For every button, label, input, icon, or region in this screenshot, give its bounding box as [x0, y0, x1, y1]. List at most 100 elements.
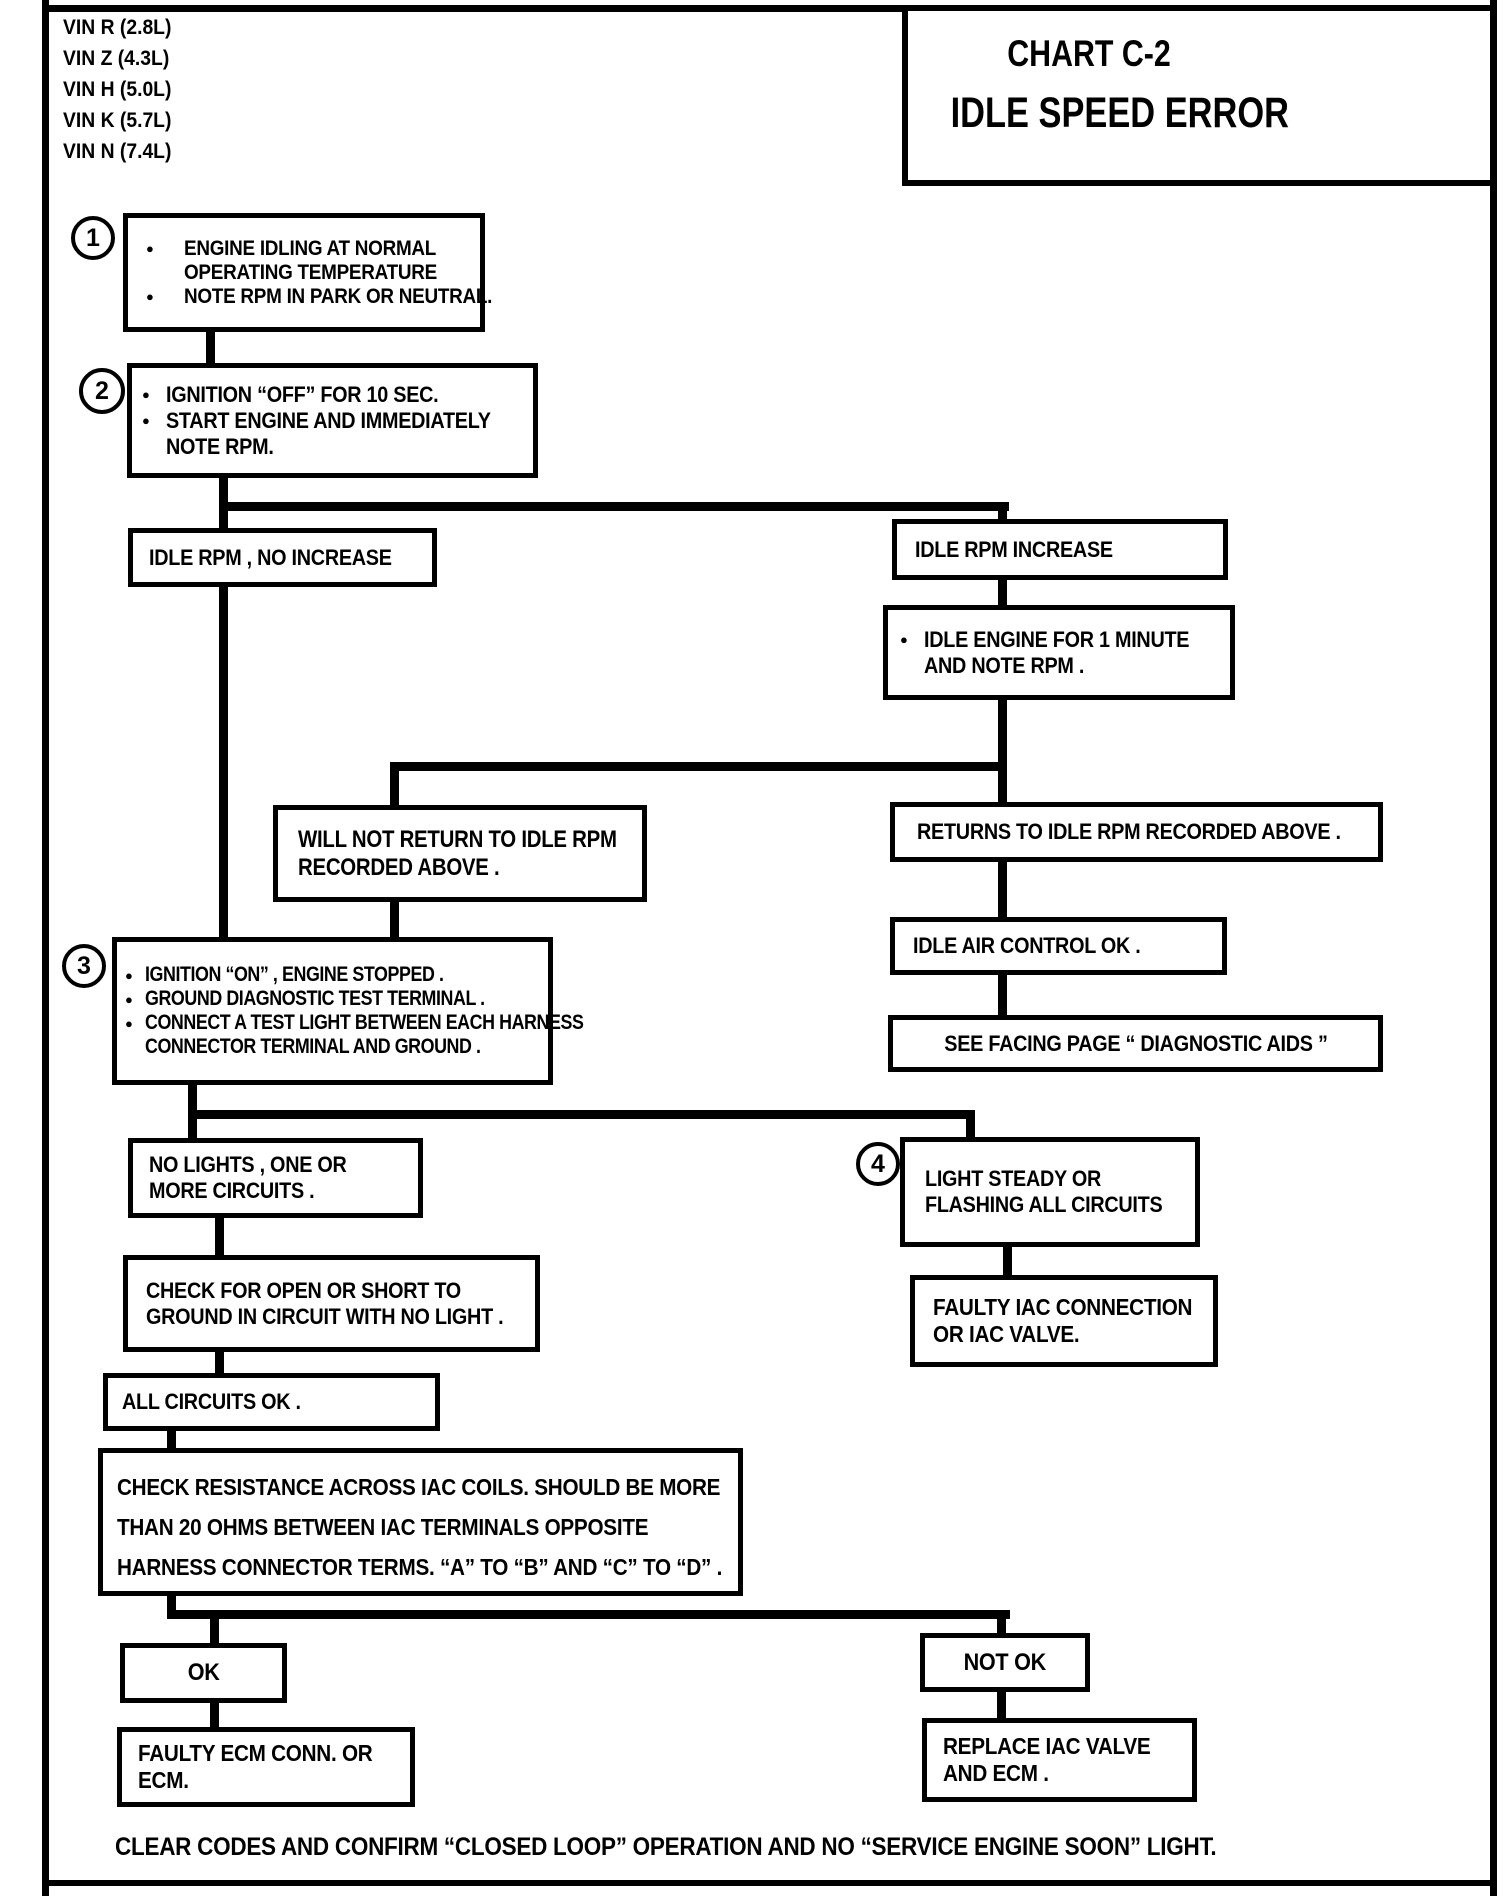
- page-border-right: [1490, 0, 1497, 1896]
- vin-item: VIN K (5.7L): [63, 109, 172, 132]
- node-check-open-short: CHECK FOR OPEN OR SHORT TO GROUND IN CIR…: [123, 1255, 540, 1352]
- step-number: 1: [86, 223, 100, 252]
- flow-connector: [998, 973, 1007, 1017]
- node-replace-iac: REPLACE IAC VALVE AND ECM .: [922, 1718, 1197, 1802]
- flow-connector: [966, 1110, 975, 1139]
- node-ignition-on: ●IGNITION “ON” , ENGINE STOPPED . ●GROUN…: [112, 937, 584, 1085]
- flow-connector: [215, 1350, 224, 1375]
- page-border-left: [42, 0, 49, 1896]
- node-faulty-iac: FAULTY IAC CONNECTION OR IAC VALVE.: [910, 1275, 1218, 1367]
- node-text-line: IDLE RPM INCREASE: [915, 536, 1113, 562]
- node-text-line: FLASHING ALL CIRCUITS: [925, 1192, 1163, 1217]
- bullet-icon: ●: [142, 387, 150, 402]
- node-text-line: NOTE RPM.: [166, 433, 274, 459]
- node-text-line: IGNITION “OFF” FOR 10 SEC.: [166, 381, 439, 407]
- node-not-ok: NOT OK: [920, 1633, 1090, 1692]
- flow-connector: [219, 502, 1009, 511]
- step-number: 2: [95, 376, 109, 405]
- flow-connector: [210, 1701, 219, 1729]
- node-text-line: AND NOTE RPM .: [924, 652, 1085, 678]
- node-text-line: NOTE RPM IN PARK OR NEUTRAL.: [184, 284, 493, 308]
- node-text-line: THAN 20 OHMS BETWEEN IAC TERMINALS OPPOS…: [117, 1513, 649, 1540]
- flow-connector: [167, 1429, 176, 1450]
- flow-connector: [206, 332, 215, 365]
- chart-name-title: IDLE SPEED ERROR: [950, 89, 1289, 137]
- node-idle-air-control-ok: IDLE AIR CONTROL OK .: [890, 917, 1227, 975]
- node-text-line: CHECK FOR OPEN OR SHORT TO: [146, 1277, 461, 1303]
- node-text-line: START ENGINE AND IMMEDIATELY: [166, 407, 491, 433]
- flow-connector: [998, 698, 1007, 804]
- chart-number-title: CHART C-2: [1007, 33, 1171, 74]
- node-light-steady: LIGHT STEADY OR FLASHING ALL CIRCUITS: [900, 1137, 1200, 1247]
- node-text-line: AND ECM .: [943, 1760, 1049, 1786]
- flow-connector: [219, 476, 228, 505]
- flow-connector: [219, 502, 228, 530]
- vin-list: VIN R (2.8L) VIN Z (4.3L) VIN H (5.0L) V…: [63, 12, 171, 167]
- vin-item: VIN H (5.0L): [63, 78, 172, 101]
- node-idle-rpm-no-increase: IDLE RPM , NO INCREASE: [128, 528, 437, 587]
- flow-connector: [998, 502, 1007, 521]
- node-text-line: RETURNS TO IDLE RPM RECORDED ABOVE .: [917, 819, 1341, 844]
- flow-connector: [215, 1216, 224, 1257]
- flow-connector: [390, 900, 399, 939]
- flow-connector: [188, 1110, 975, 1119]
- vin-item: VIN N (7.4L): [63, 140, 172, 163]
- step-circle-2: 2: [79, 368, 125, 414]
- node-engine-idling: ●ENGINE IDLING AT NORMAL OPERATING TEMPE…: [123, 213, 492, 332]
- node-text-line: WILL NOT RETURN TO IDLE RPM: [298, 825, 617, 853]
- node-text-line: IGNITION “ON” , ENGINE STOPPED .: [145, 963, 444, 986]
- node-no-lights: NO LIGHTS , ONE OR MORE CIRCUITS .: [128, 1138, 423, 1218]
- node-returns-to-idle: RETURNS TO IDLE RPM RECORDED ABOVE .: [890, 802, 1383, 862]
- node-text-line: ALL CIRCUITS OK .: [122, 1389, 301, 1414]
- node-text-line: FAULTY IAC CONNECTION: [933, 1294, 1193, 1320]
- node-text-line: IDLE RPM , NO INCREASE: [149, 544, 392, 570]
- flow-connector: [167, 1594, 176, 1615]
- footer-note: CLEAR CODES AND CONFIRM “CLOSED LOOP” OP…: [115, 1833, 1217, 1861]
- node-text-line: NOT OK: [963, 1648, 1047, 1676]
- node-faulty-ecm: FAULTY ECM CONN. OR ECM.: [117, 1727, 415, 1807]
- flow-connector: [997, 1610, 1006, 1635]
- step-circle-1: 1: [71, 216, 115, 260]
- node-text-line: LIGHT STEADY OR: [925, 1166, 1102, 1191]
- node-text-line: REPLACE IAC VALVE: [943, 1733, 1151, 1759]
- bullet-icon: ●: [146, 289, 154, 304]
- flow-connector: [997, 1690, 1006, 1720]
- bullet-icon: ●: [125, 967, 133, 983]
- page-border-bottom: [42, 1880, 1497, 1886]
- flow-connector: [998, 860, 1007, 919]
- node-idle-engine-1-minute: ● IDLE ENGINE FOR 1 MINUTE AND NOTE RPM .: [883, 605, 1235, 700]
- node-text-line: SEE FACING PAGE “ DIAGNOSTIC AIDS ”: [943, 1030, 1328, 1056]
- vin-item: VIN R (2.8L): [63, 16, 172, 39]
- node-text-line: HARNESS CONNECTOR TERMS. “A” TO “B” AND …: [117, 1553, 723, 1580]
- node-ok: OK: [120, 1643, 287, 1703]
- chart-title-box: CHART C-2 IDLE SPEED ERROR: [902, 5, 1496, 186]
- bullet-icon: ●: [900, 632, 908, 647]
- node-text-line: IDLE AIR CONTROL OK .: [913, 933, 1141, 958]
- step-circle-3: 3: [62, 944, 106, 988]
- node-text-line: MORE CIRCUITS .: [149, 1178, 315, 1203]
- node-text-line: CONNECTOR TERMINAL AND GROUND .: [145, 1035, 481, 1058]
- node-all-circuits-ok: ALL CIRCUITS OK .: [103, 1373, 440, 1431]
- node-text-line: CHECK RESISTANCE ACROSS IAC COILS. SHOUL…: [117, 1473, 721, 1500]
- flow-connector: [390, 762, 1007, 771]
- node-check-resistance: CHECK RESISTANCE ACROSS IAC COILS. SHOUL…: [98, 1448, 743, 1596]
- node-see-facing-page: SEE FACING PAGE “ DIAGNOSTIC AIDS ”: [888, 1015, 1383, 1072]
- flow-connector: [998, 578, 1007, 607]
- node-text-line: OPERATING TEMPERATURE: [184, 260, 437, 284]
- step-number: 3: [77, 951, 91, 980]
- node-text-line: GROUND IN CIRCUIT WITH NO LIGHT .: [146, 1303, 504, 1329]
- bullet-icon: ●: [146, 241, 154, 256]
- node-ignition-off: ●IGNITION “OFF” FOR 10 SEC. ●START ENGIN…: [127, 363, 538, 478]
- node-text-line: FAULTY ECM CONN. OR: [138, 1740, 373, 1766]
- node-text-line: RECORDED ABOVE .: [298, 853, 500, 881]
- flow-connector: [210, 1610, 219, 1645]
- step-circle-4: 4: [856, 1142, 900, 1186]
- flow-connector: [167, 1610, 1010, 1619]
- node-text-line: NO LIGHTS , ONE OR: [149, 1152, 347, 1177]
- node-text-line: OR IAC VALVE.: [933, 1321, 1080, 1347]
- bullet-icon: ●: [125, 991, 133, 1007]
- node-idle-rpm-increase: IDLE RPM INCREASE: [892, 519, 1228, 580]
- node-text-line: IDLE ENGINE FOR 1 MINUTE: [924, 626, 1190, 652]
- flow-connector: [1003, 1245, 1012, 1277]
